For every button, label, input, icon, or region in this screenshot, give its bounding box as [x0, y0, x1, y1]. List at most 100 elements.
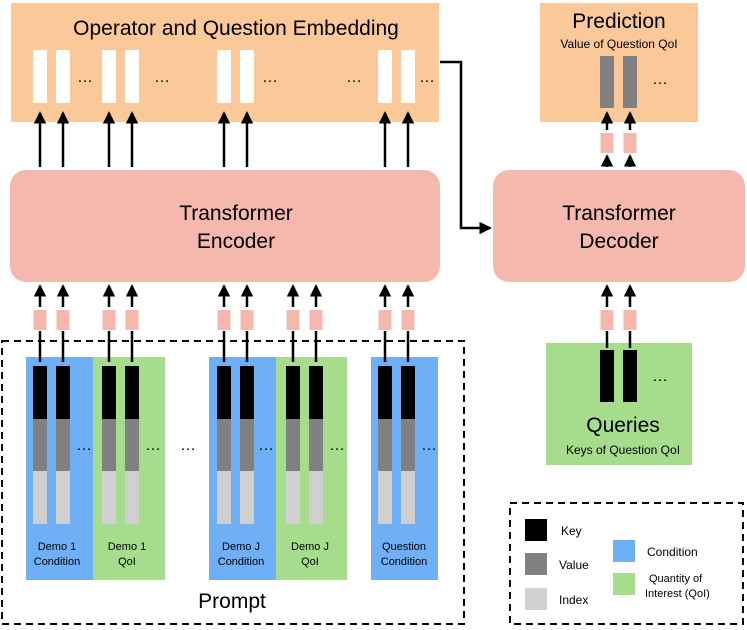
prediction-token	[623, 56, 637, 108]
prompt-key-token	[240, 366, 254, 419]
ellipsis: …	[652, 71, 668, 88]
prompt-value-token	[217, 419, 231, 471]
ellipsis: …	[329, 437, 345, 454]
queries-subtitle: Keys of Question QoI	[566, 443, 680, 457]
embedding-token	[56, 50, 70, 103]
prompt-value-token	[309, 419, 323, 471]
decoder-input-token	[600, 310, 614, 330]
prompt-index-token	[56, 471, 70, 524]
embedding-token	[378, 50, 392, 103]
prompt-index-token	[286, 471, 300, 524]
prompt-key-token	[309, 366, 323, 419]
prompt-index-token	[309, 471, 323, 524]
prompt-index-token	[33, 471, 47, 524]
embedding-token	[125, 50, 139, 103]
decoder-title-line2: Decoder	[579, 230, 658, 253]
prompt-key-token	[378, 366, 392, 419]
prompt-key-token	[286, 366, 300, 419]
prompt-input-token	[240, 310, 254, 330]
demo1-condition-label-1: Demo 1	[38, 541, 77, 553]
legend-condition-swatch	[613, 540, 635, 562]
prompt-index-token	[102, 471, 116, 524]
prompt-value-token	[378, 419, 392, 471]
prompt-value-token	[401, 419, 415, 471]
ellipsis: …	[419, 69, 435, 86]
ellipsis: …	[77, 69, 93, 86]
demo1-condition-label-2: Condition	[34, 556, 80, 568]
prompt-input-token	[125, 310, 139, 330]
prompt-input-token	[286, 310, 300, 330]
prompt-value-token	[102, 419, 116, 471]
question-condition-label-2: Condition	[381, 556, 427, 568]
embedding-token	[33, 50, 47, 103]
ellipses: …………………………………	[76, 69, 668, 454]
demoj-condition-label-1: Demo J	[222, 541, 260, 553]
prompt-input-token	[102, 310, 116, 330]
prompt-key-token	[56, 366, 70, 419]
prompt-input-token	[217, 310, 231, 330]
prompt-input-token	[401, 310, 415, 330]
prediction-token	[600, 56, 614, 108]
prompt-value-token	[286, 419, 300, 471]
prompt-index-token	[240, 471, 254, 524]
ellipsis: …	[421, 437, 437, 454]
ellipsis: …	[154, 69, 170, 86]
demo1-qoi-label-2: QoI	[118, 556, 136, 568]
prompt-value-token	[125, 419, 139, 471]
embedding-title: Operator and Question Embedding	[73, 17, 399, 40]
prediction-title: Prediction	[572, 10, 665, 33]
legend-index-swatch	[525, 588, 547, 610]
ellipsis: …	[262, 69, 278, 86]
arrows	[33, 111, 637, 362]
query-key-token	[623, 350, 637, 402]
ellipsis: …	[180, 437, 196, 454]
legend-qoi-label-2: Interest (QoI)	[645, 588, 710, 600]
legend-condition-label: Condition	[647, 545, 698, 559]
decoder-title-line1: Transformer	[562, 202, 676, 225]
prompt-input-token	[56, 310, 70, 330]
query-key-token	[600, 350, 614, 402]
ellipsis: …	[258, 437, 274, 454]
ellipsis: …	[76, 437, 92, 454]
prompt-value-token	[33, 419, 47, 471]
prompt-key-token	[102, 366, 116, 419]
embedding-tokens	[33, 50, 415, 103]
demoj-qoi-label-1: Demo J	[291, 541, 329, 553]
prompt-index-token	[401, 471, 415, 524]
prompt-key-token	[125, 366, 139, 419]
prediction-tokens	[600, 56, 637, 108]
embedding-token	[217, 50, 231, 103]
prompt-input-token	[33, 310, 47, 330]
question-condition-label-1: Question	[382, 541, 426, 553]
query-tokens	[600, 350, 637, 402]
embedding-token	[102, 50, 116, 103]
legend-index-label: Index	[559, 593, 588, 607]
prompt-input-token	[309, 310, 323, 330]
prompt-token-stacks	[33, 366, 415, 524]
demoj-qoi-label-2: QoI	[301, 556, 319, 568]
legend-box	[509, 502, 744, 625]
prompt-value-token	[56, 419, 70, 471]
prediction-box	[540, 3, 698, 122]
queries-title: Queries	[586, 414, 660, 437]
decoder-input-token	[623, 310, 637, 330]
ellipsis: …	[346, 69, 362, 86]
prompt-key-token	[401, 366, 415, 419]
decoder-output-token	[623, 133, 637, 153]
prompt-value-token	[240, 419, 254, 471]
prompt-label: Prompt	[198, 590, 266, 613]
transformer-encoder	[10, 170, 440, 282]
encoder-title-line1: Transformer	[179, 202, 293, 225]
decoder-output-token	[600, 133, 614, 153]
legend-value-swatch	[525, 553, 547, 575]
prompt-key-token	[33, 366, 47, 419]
ellipsis: …	[652, 368, 668, 385]
legend-key-swatch	[525, 519, 547, 541]
legend-qoi-swatch	[613, 573, 635, 595]
demoj-condition-label-2: Condition	[218, 556, 264, 568]
prompt-input-token	[378, 310, 392, 330]
transformer-decoder	[493, 170, 745, 282]
legend-value-label: Value	[559, 558, 589, 572]
